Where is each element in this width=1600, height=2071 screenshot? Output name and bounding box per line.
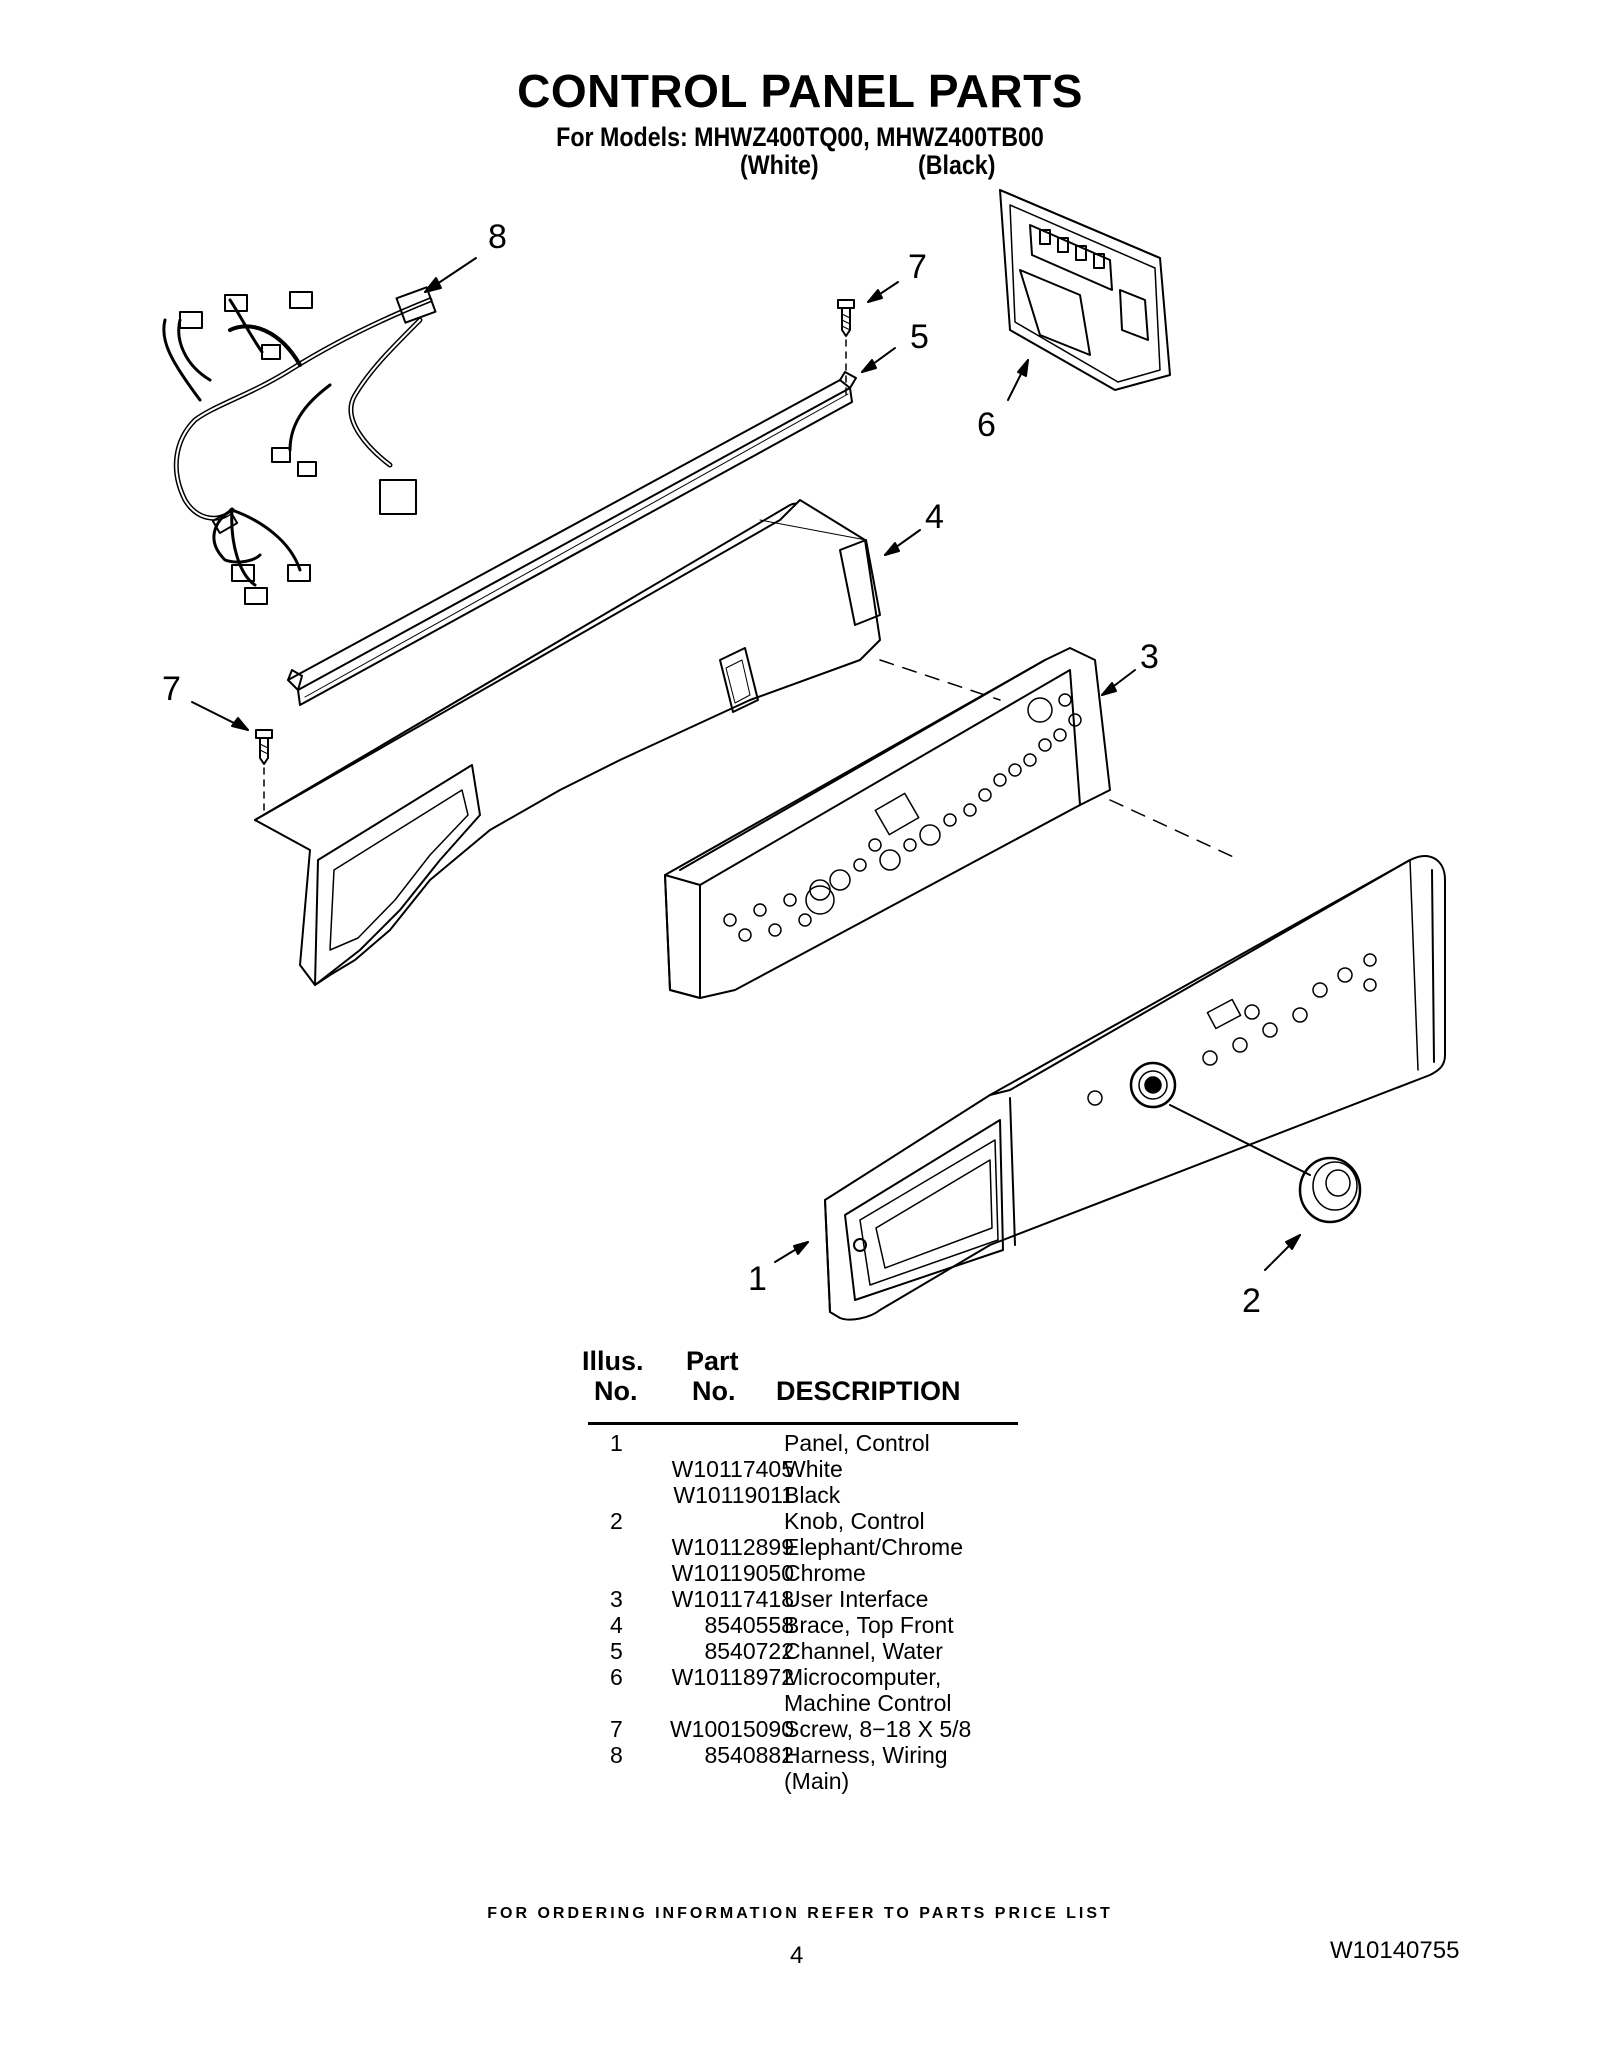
callout-7-top: 7 bbox=[867, 248, 927, 303]
header-description: DESCRIPTION bbox=[776, 1376, 961, 1406]
page-title: CONTROL PANEL PARTS bbox=[517, 65, 1083, 117]
header-illus-line1: Illus. bbox=[582, 1346, 644, 1376]
screw-top-illustration bbox=[837, 299, 855, 401]
callout-number: 6 bbox=[977, 406, 996, 444]
page-number: 4 bbox=[790, 1942, 804, 1969]
wiring-harness-illustration bbox=[162, 286, 437, 605]
document-number: W10140755 bbox=[1330, 1937, 1460, 1964]
callout-6: 6 bbox=[977, 359, 1029, 444]
top-front-brace-illustration bbox=[254, 499, 881, 986]
callout-number: 8 bbox=[488, 218, 507, 256]
callout-number: 1 bbox=[748, 1260, 767, 1298]
model-list: For Models: MHWZ400TQ00, MHWZ400TB00 bbox=[556, 122, 1044, 152]
callout-number: 4 bbox=[925, 498, 944, 536]
callout-1: 1 bbox=[748, 1241, 809, 1298]
header-part-line1: Part bbox=[686, 1346, 739, 1376]
control-knob-illustration bbox=[1298, 1156, 1362, 1224]
callout-3: 3 bbox=[1101, 638, 1159, 696]
callout-7-bottom: 7 bbox=[162, 670, 249, 731]
assembly-lines bbox=[879, 659, 1241, 861]
screw-bottom-illustration bbox=[255, 729, 273, 816]
header-part-line2: No. bbox=[692, 1376, 736, 1406]
microcomputer-illustration bbox=[999, 189, 1171, 391]
callout-number: 7 bbox=[162, 670, 181, 708]
callout-number: 5 bbox=[910, 318, 929, 356]
callout-2: 2 bbox=[1242, 1234, 1301, 1320]
control-panel-illustration bbox=[824, 855, 1446, 1321]
exploded-parts-diagram: 8 7 5 6 4 7 3 1 2 bbox=[162, 189, 1446, 1321]
header-rule bbox=[588, 1422, 1018, 1425]
callout-number: 3 bbox=[1140, 638, 1159, 676]
user-interface-buttons bbox=[723, 693, 1082, 942]
callout-number: 2 bbox=[1242, 1282, 1261, 1320]
callout-8: 8 bbox=[424, 218, 507, 293]
callout-4: 4 bbox=[884, 498, 944, 556]
header-illus-line2: No. bbox=[594, 1376, 638, 1406]
callout-5: 5 bbox=[861, 318, 929, 373]
callout-number: 7 bbox=[908, 248, 927, 286]
ordering-note: FOR ORDERING INFORMATION REFER TO PARTS … bbox=[487, 1905, 1113, 1922]
control-panel-buttons bbox=[1087, 953, 1377, 1109]
user-interface-illustration bbox=[664, 647, 1111, 999]
variant-black-label: (Black) bbox=[918, 150, 996, 180]
water-channel-illustration bbox=[287, 371, 857, 706]
knob-leader-line bbox=[1169, 1104, 1311, 1176]
variant-white-label: (White) bbox=[740, 150, 819, 180]
